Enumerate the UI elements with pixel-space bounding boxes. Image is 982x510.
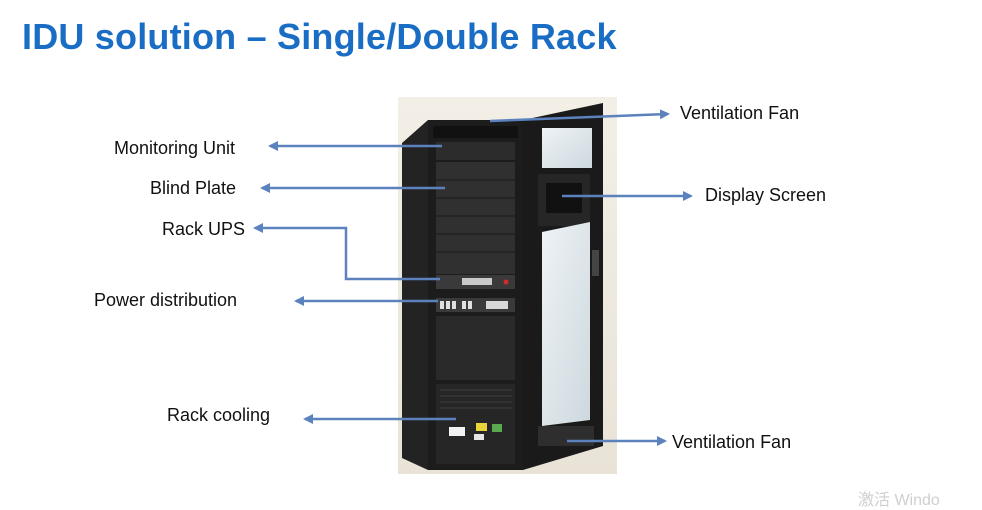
cooling-label-yellow <box>476 423 487 431</box>
ups-display <box>462 278 492 285</box>
slide-title: IDU solution – Single/Double Rack <box>22 16 617 57</box>
label-ventilation-fan-top: Ventilation Fan <box>680 103 800 123</box>
door-top-window <box>542 128 592 168</box>
label-display-screen: Display Screen <box>705 185 827 205</box>
vented-panel <box>436 316 515 380</box>
cooling-label-green <box>492 424 502 432</box>
label-ventilation-fan-bottom: Ventilation Fan <box>672 432 792 452</box>
cabinet-side <box>402 120 428 470</box>
label-power-distribution: Power distribution <box>94 290 238 310</box>
label-rack-ups: Rack UPS <box>162 219 246 239</box>
cooling-grille <box>440 389 512 409</box>
door-handle <box>592 250 599 276</box>
display-screen <box>546 183 582 213</box>
door-fan-grille <box>538 426 594 446</box>
cooling-label-small <box>474 434 484 440</box>
label-monitoring-unit: Monitoring Unit <box>114 138 236 158</box>
ventilation-fan-top-arrow <box>489 109 670 123</box>
cooling-label-white <box>449 427 465 436</box>
door-bottom-window <box>542 222 590 426</box>
label-rack-cooling: Rack cooling <box>167 405 271 425</box>
pdu-switches <box>440 301 508 309</box>
ups-indicator <box>503 279 509 285</box>
rack-ups-arrow <box>253 223 440 281</box>
blind-plate-stack <box>436 162 515 274</box>
monitoring-unit-panel <box>436 142 515 160</box>
label-blind-plate: Blind Plate <box>150 178 237 198</box>
activation-watermark: 激活 Windo <box>858 492 940 509</box>
rack-diagram <box>253 97 693 474</box>
cabinet-top-frame <box>433 126 518 138</box>
